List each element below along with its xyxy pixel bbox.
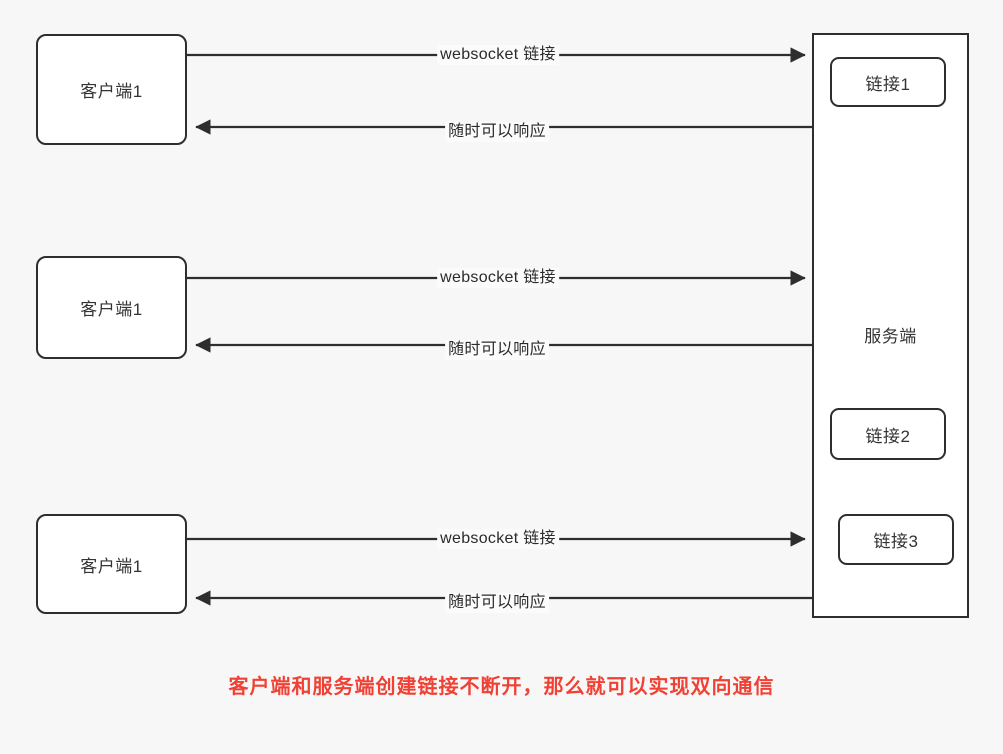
- edge-label-resp-1: 随时可以响应: [445, 122, 549, 142]
- server-connection-2-label: 链接2: [865, 426, 911, 446]
- server-connection-2[interactable]: 链接2: [830, 408, 946, 460]
- client-box-1-label: 客户端1: [80, 82, 143, 101]
- edge-label-ws-2: websocket 链接: [437, 268, 559, 288]
- diagram-caption: 客户端和服务端创建链接不断开，那么就可以实现双向通信: [228, 676, 775, 698]
- server-connection-1[interactable]: 链接1: [830, 57, 946, 107]
- client-box-3[interactable]: 客户端1: [36, 514, 187, 614]
- edge-label-ws-1: websocket 链接: [437, 45, 559, 65]
- client-box-2[interactable]: 客户端1: [36, 256, 187, 359]
- server-connection-3[interactable]: 链接3: [838, 514, 954, 565]
- server-box-label: 服务端: [864, 327, 917, 346]
- client-box-2-label: 客户端1: [80, 300, 143, 319]
- client-box-3-label: 客户端1: [80, 556, 143, 576]
- client-box-1[interactable]: 客户端1: [36, 34, 187, 145]
- server-box[interactable]: 服务端 链接1 链接2 链接3: [812, 33, 969, 618]
- edge-label-resp-3: 随时可以响应: [445, 593, 549, 613]
- server-connection-3-label: 链接3: [873, 532, 919, 551]
- edge-label-ws-3: websocket 链接: [437, 529, 559, 549]
- edge-label-resp-2: 随时可以响应: [445, 340, 549, 360]
- server-connection-1-label: 链接1: [865, 74, 911, 94]
